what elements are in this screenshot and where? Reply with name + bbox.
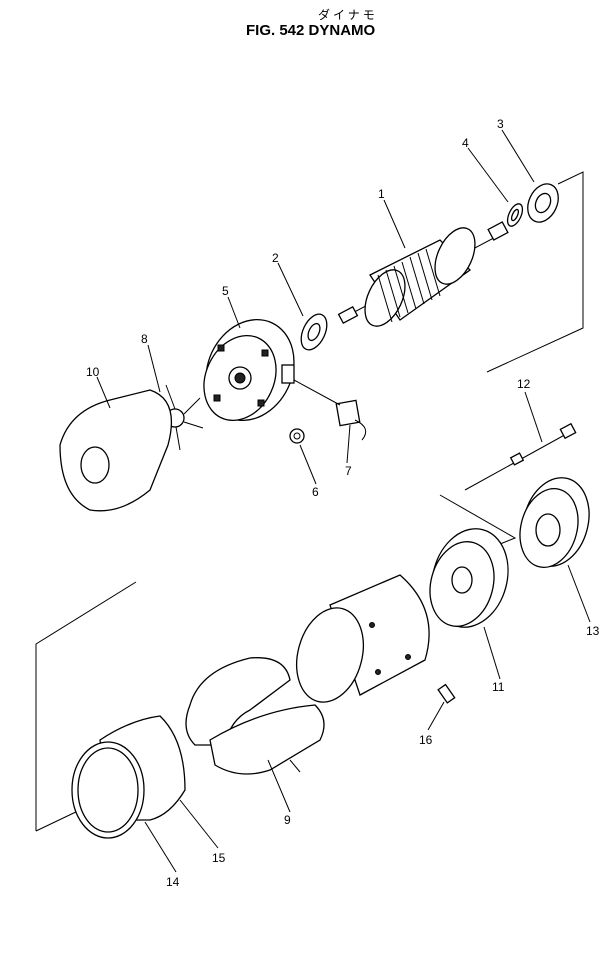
callout-9: 9 (284, 813, 291, 827)
part-housing-13 (519, 477, 590, 568)
callout-16: 16 (419, 733, 433, 747)
callout-12: 12 (517, 377, 531, 391)
callout-13: 13 (586, 624, 600, 638)
figure-subtitle-jp: ダイナモ (318, 8, 378, 22)
callout-2: 2 (272, 251, 279, 265)
part-screw-16 (437, 683, 456, 704)
callout-6: 6 (312, 485, 319, 499)
callout-15: 15 (212, 851, 226, 865)
callout-7: 7 (345, 464, 352, 478)
part-cover-band-14 (71, 741, 145, 839)
part-field-coil-9 (185, 657, 325, 775)
part-end-frame-5 (203, 318, 295, 422)
part-end-frame-11 (429, 528, 509, 628)
callout-14: 14 (166, 875, 180, 889)
part-cover-10 (59, 389, 172, 512)
callout-4: 4 (462, 136, 469, 150)
callout-1: 1 (378, 187, 385, 201)
callout-11: 11 (492, 680, 505, 694)
part-yoke (296, 574, 430, 703)
leader-lines (96, 129, 591, 873)
callout-10: 10 (86, 365, 100, 379)
part-bearing-3 (527, 183, 559, 223)
part-brush-7 (293, 379, 367, 441)
callout-5: 5 (222, 284, 229, 298)
figure-title: FIG. 542 DYNAMO (246, 22, 376, 39)
callout-8: 8 (141, 332, 148, 346)
part-bearing-2 (300, 313, 328, 351)
part-spring-6 (289, 428, 305, 444)
part-armature-1 (337, 221, 509, 327)
callout-3: 3 (497, 117, 504, 131)
callout-labels: 1 2 3 4 5 6 7 8 9 10 11 12 13 14 15 16 (86, 117, 600, 889)
part-bolt-12 (464, 422, 577, 491)
assembly-outline (35, 171, 584, 832)
part-washer-4 (506, 203, 524, 227)
